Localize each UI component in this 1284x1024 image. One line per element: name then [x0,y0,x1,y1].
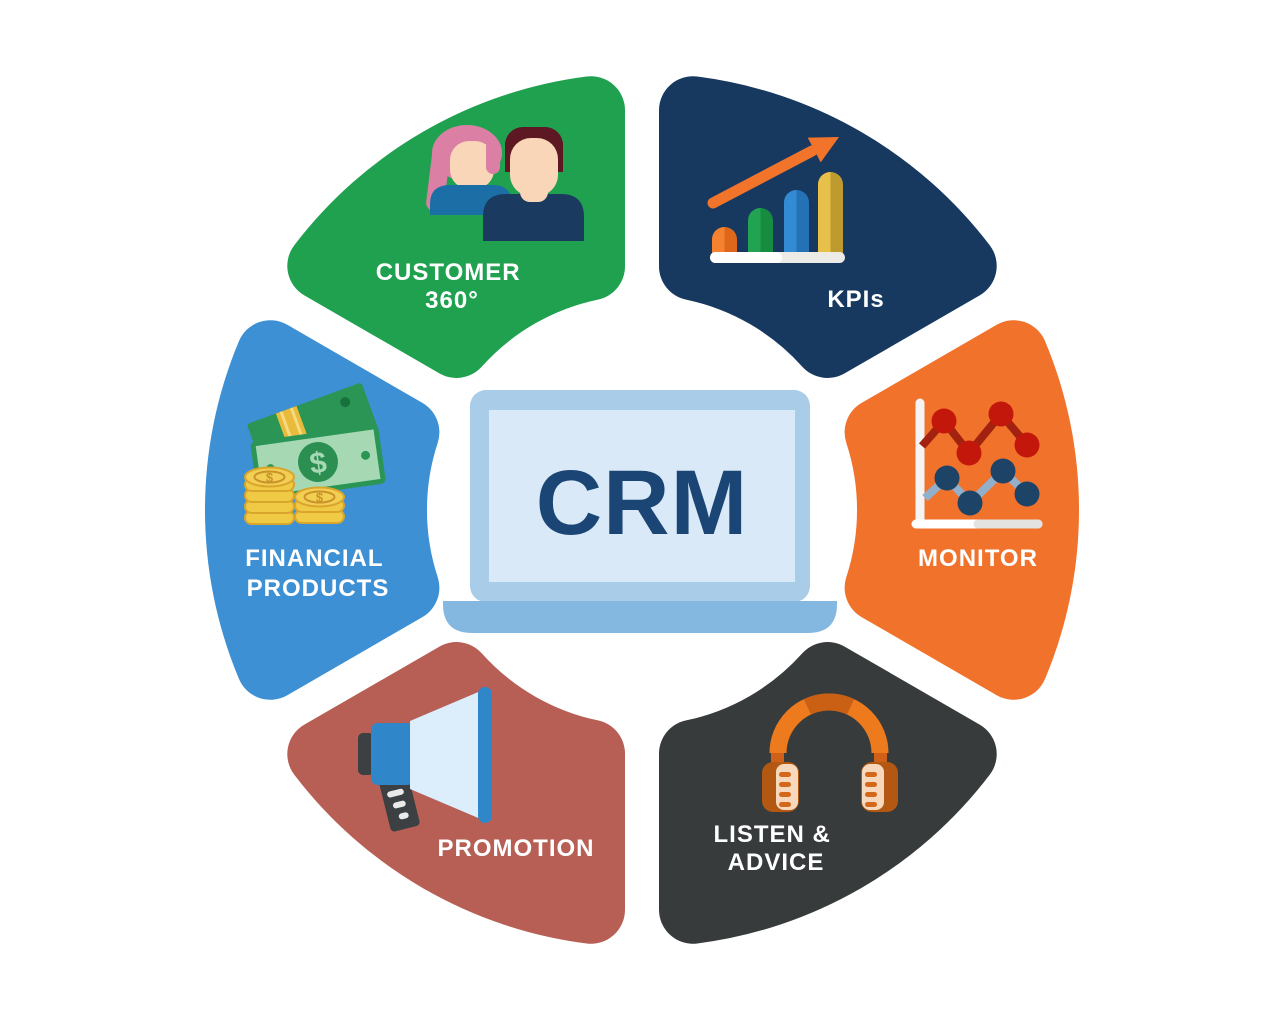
customers-icon [426,125,584,241]
segment-label-monitor: MONITOR [918,545,1038,572]
segment-financial-products: $ $ $ FINANCIAL PRODUCTS [204,320,440,700]
segment-label-promotion: PROMOTION [438,835,595,862]
crm-label: CRM [536,452,749,554]
segment-kpis: KPIs [659,76,997,378]
segment-monitor: MONITOR [844,320,1080,700]
headphones-icon [762,693,898,812]
line-chart-icon [911,398,1043,529]
segment-label-financial-products: FINANCIAL PRODUCTS [245,545,391,602]
petal-listen-advice [659,642,997,944]
svg-text:$: $ [266,470,274,485]
money-icon: $ $ $ [244,383,386,525]
segment-label-listen-advice: LISTEN & ADVICE [713,821,838,876]
megaphone-icon [358,687,492,832]
laptop-base [443,601,837,633]
segment-label-kpis: KPIs [827,286,884,313]
segment-customer-360: CUSTOMER 360° [287,76,625,378]
bar-chart-icon [707,137,845,263]
laptop-screen [489,410,795,582]
segment-label-customer-360: CUSTOMER 360° [376,259,529,314]
svg-text:$: $ [308,446,329,481]
segment-promotion: PROMOTION [287,642,625,944]
svg-text:$: $ [316,490,324,505]
laptop-icon: CRM [443,390,837,633]
segment-listen-advice: LISTEN & ADVICE [659,642,997,944]
